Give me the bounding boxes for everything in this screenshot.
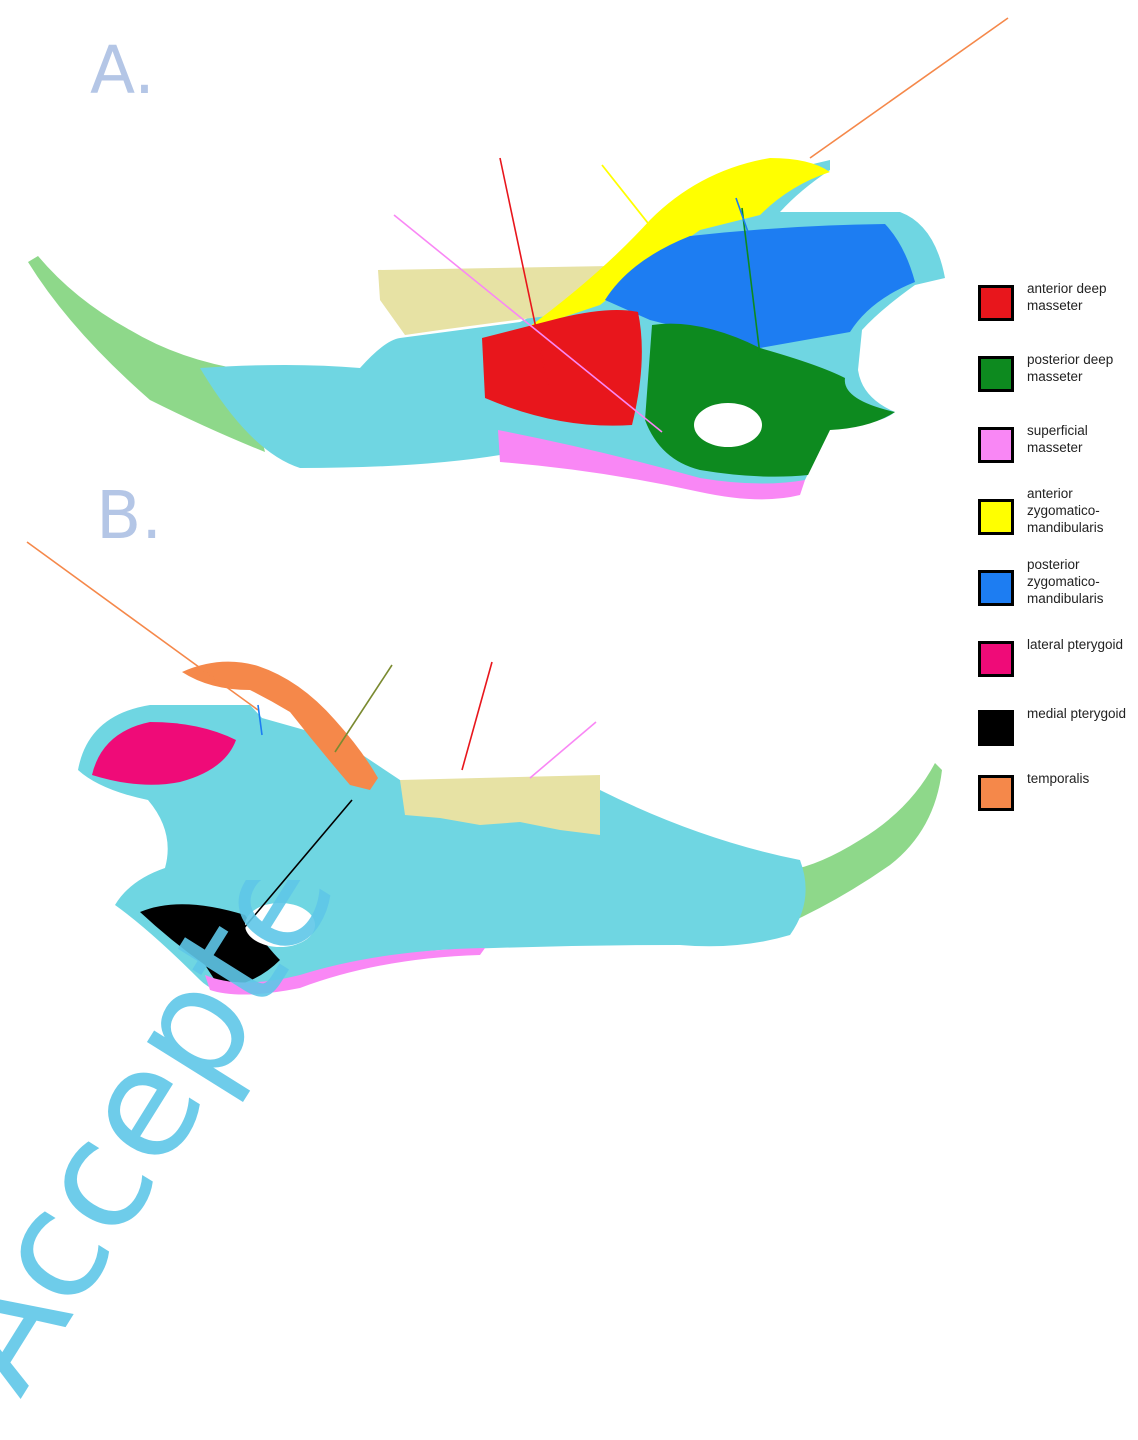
vector-superficial-masseter-b	[530, 722, 596, 778]
legend-label: posterior zygomatico-mandibularis	[1027, 556, 1137, 607]
legend-swatch	[978, 570, 1014, 606]
legend-label: superficial masseter	[1027, 422, 1137, 456]
vector-temporalis-a	[810, 18, 1008, 158]
legend-label: posterior deep masseter	[1027, 351, 1137, 385]
panel-b-mandible	[27, 542, 942, 995]
mandible-figure	[0, 0, 1138, 1030]
vector-posterior-deep-masseter-b	[335, 665, 392, 752]
legend-item-lateral-pterygoid: lateral pterygoid	[978, 636, 1137, 677]
legend-swatch	[978, 710, 1014, 746]
legend-label: temporalis	[1027, 770, 1137, 787]
panel-a-mandible	[28, 18, 1008, 499]
legend-swatch	[978, 427, 1014, 463]
legend-swatch	[978, 285, 1014, 321]
legend-item-temporalis: temporalis	[978, 770, 1137, 811]
incisor-a	[28, 256, 265, 452]
legend-item-posterior-deep-masseter: posterior deep masseter	[978, 351, 1137, 392]
legend-item-anterior-deep-masseter: anterior deep masseter	[978, 280, 1137, 321]
legend-item-superficial-masseter: superficial masseter	[978, 422, 1137, 463]
legend-item-medial-pterygoid: medial pterygoid	[978, 705, 1137, 746]
legend-label: anterior zygomatico-mandibularis	[1027, 485, 1137, 536]
foramen-b	[245, 903, 315, 947]
legend-swatch	[978, 499, 1014, 535]
vector-anterior-zygomatico-mandibularis-a	[602, 165, 655, 232]
legend-swatch	[978, 356, 1014, 392]
incisor-b	[785, 763, 942, 925]
vector-anterior-deep-masseter-b	[462, 662, 492, 770]
legend-label: lateral pterygoid	[1027, 636, 1137, 653]
legend-item-posterior-zygomatico-mandibularis: posterior zygomatico-mandibularis	[978, 556, 1137, 607]
legend-label: anterior deep masseter	[1027, 280, 1137, 314]
foramen-a	[694, 403, 762, 447]
legend-swatch	[978, 641, 1014, 677]
legend-swatch	[978, 775, 1014, 811]
legend-label: medial pterygoid	[1027, 705, 1137, 722]
vector-temporalis-b	[27, 542, 258, 710]
legend-item-anterior-zygomatico-mandibularis: anterior zygomatico-mandibularis	[978, 485, 1137, 536]
